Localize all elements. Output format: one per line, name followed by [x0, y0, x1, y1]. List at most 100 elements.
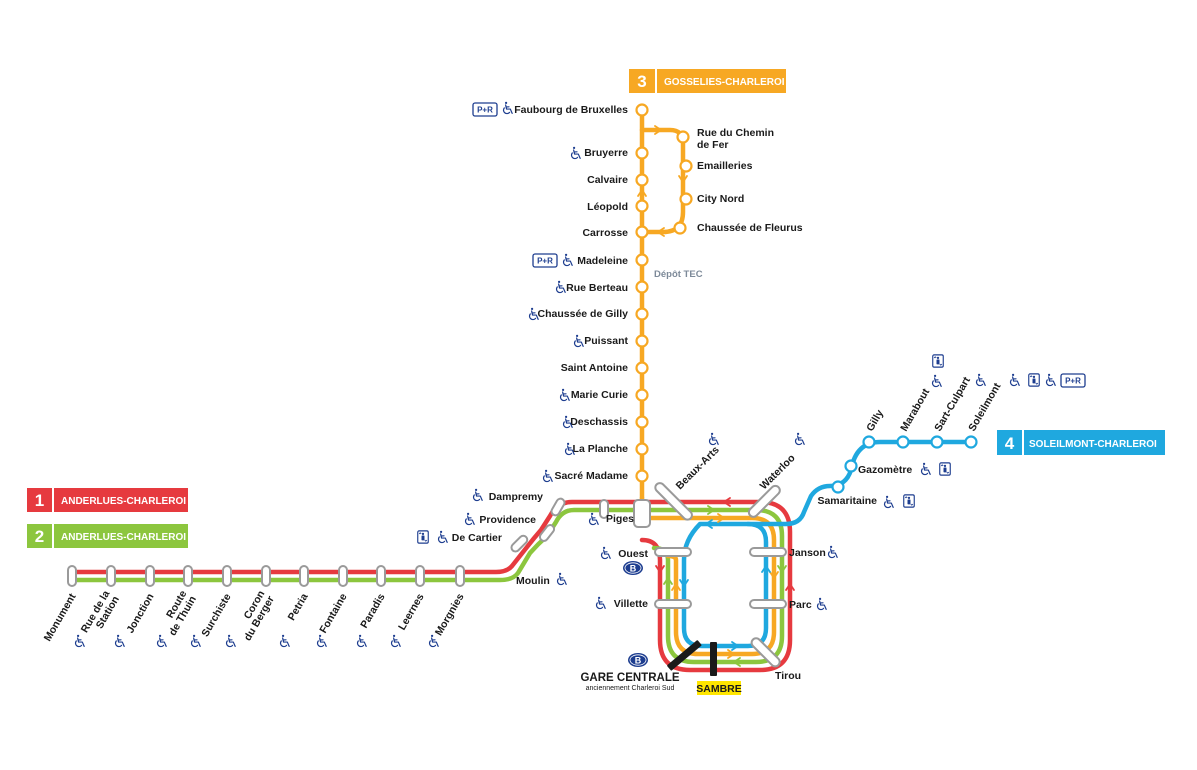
wheelchair-access-icon [542, 469, 553, 483]
station-marker-petria[interactable] [299, 565, 309, 587]
station-marker-de-cartier[interactable] [510, 534, 529, 553]
station-marker-bruyerre[interactable] [635, 146, 649, 160]
station-marker-paradis[interactable] [376, 565, 386, 587]
station-marker-leernes[interactable] [415, 565, 425, 587]
station-marker-faubourg-de-bruxelles[interactable] [635, 103, 649, 117]
station-marker-route-de-thuin[interactable] [183, 565, 193, 587]
station-label: Villette [614, 598, 648, 610]
station-label: Paradis [358, 591, 387, 630]
station-marker-sambre[interactable] [710, 642, 717, 676]
station-marker-ouest[interactable] [654, 547, 692, 557]
line-badge-2[interactable]: 2 ANDERLUES-CHARLEROI [27, 524, 188, 548]
station-marker-emailleries[interactable] [679, 159, 693, 173]
gare-centrale-subtitle: anciennement Charleroi Sud [586, 685, 675, 692]
direction-arrow [777, 565, 787, 573]
station-label: Deschassis [570, 416, 628, 428]
station-label: Monument [42, 591, 79, 643]
station-label: Emailleries [697, 160, 753, 172]
direction-arrow [769, 571, 779, 579]
station-marker-marabout[interactable] [896, 435, 910, 449]
station-marker-gilly[interactable] [862, 435, 876, 449]
station-marker-fontaine[interactable] [338, 565, 348, 587]
station-marker-parc[interactable] [749, 599, 787, 609]
station-marker-surchiste[interactable] [222, 565, 232, 587]
station-marker-gare-centrale[interactable] [667, 640, 702, 671]
station-label: Sacré Madame [554, 470, 628, 482]
sncb-rail-icon: B [623, 561, 643, 575]
station-marker-beaux-arts[interactable] [653, 481, 693, 521]
gare-centrale-label: GARE CENTRALE [580, 672, 679, 684]
direction-arrow [657, 227, 665, 237]
station-marker-soleilmont[interactable] [964, 435, 978, 449]
station-marker-calvaire[interactable] [635, 173, 649, 187]
station-marker-piges-platform[interactable] [633, 499, 651, 528]
station-label: Tirou [775, 670, 801, 682]
station-marker-madeleine[interactable] [635, 253, 649, 267]
station-marker-city-nord[interactable] [679, 192, 693, 206]
line-badge-1[interactable]: 1 ANDERLUES-CHARLEROI [27, 488, 188, 512]
station-marker-rue-berteau[interactable] [635, 280, 649, 294]
line-badge-4[interactable]: 4 SOLEILMONT-CHARLEROI [997, 430, 1165, 455]
station-label: Beaux-Arts [674, 444, 722, 492]
wheelchair-access-icon [600, 546, 611, 560]
station-marker-chaussee-de-fleurus[interactable] [673, 221, 687, 235]
station-marker-rue-de-la-station[interactable] [106, 565, 116, 587]
wheelchair-access-icon [883, 495, 894, 509]
station-marker-leopold[interactable] [635, 199, 649, 213]
station-marker-gazometre[interactable] [844, 459, 858, 473]
direction-arrow [663, 577, 673, 585]
station-marker-carrosse[interactable] [635, 225, 649, 239]
wheelchair-access-icon [437, 530, 448, 544]
station-label: Gazomètre [858, 464, 912, 476]
station-marker-coron-du-berger[interactable] [261, 565, 271, 587]
station-marker-morgnies[interactable] [455, 565, 465, 587]
wheelchair-access-icon [356, 634, 367, 648]
station-marker-monument[interactable] [67, 565, 77, 587]
station-label: Morgnies [433, 591, 467, 638]
station-marker-saint-antoine[interactable] [635, 361, 649, 375]
accessibility-icons: P+R P+R P+R [74, 101, 1086, 667]
direction-arrow [707, 505, 715, 515]
svg-text:P+R: P+R [537, 257, 553, 266]
station-label: Léopold [587, 201, 628, 213]
station-marker-villette[interactable] [654, 599, 692, 609]
station-marker-puissant[interactable] [635, 334, 649, 348]
station-marker-marie-curie[interactable] [635, 388, 649, 402]
line-badge-3[interactable]: 3 GOSSELIES-CHARLEROI [629, 69, 786, 93]
station-marker-chaussee-de-gilly[interactable] [635, 307, 649, 321]
station-marker-sacre-madame[interactable] [635, 469, 649, 483]
direction-arrow [733, 657, 741, 667]
station-label: Petria [286, 591, 311, 622]
line4-station-markers [831, 435, 978, 494]
station-marker-samaritaine[interactable] [831, 480, 845, 494]
line-badge-name: GOSSELIES-CHARLEROI [664, 77, 785, 88]
station-marker-janson[interactable] [749, 547, 787, 557]
station-marker-sart-culpart[interactable] [930, 435, 944, 449]
elevator-icon [1028, 373, 1040, 387]
station-label: Puissant [584, 335, 628, 347]
station-marker-providence[interactable] [538, 523, 556, 542]
direction-arrow [637, 189, 647, 197]
station-marker-deschassis[interactable] [635, 415, 649, 429]
station-marker-tirou[interactable] [750, 636, 782, 668]
station-label: Surchiste [199, 591, 233, 639]
wheelchair-access-icon [794, 432, 805, 446]
wheelchair-access-icon [588, 512, 599, 526]
line-badge-name: SOLEILMONT-CHARLEROI [1029, 439, 1157, 450]
station-marker-dampremy[interactable] [550, 497, 566, 517]
station-marker-rue-du-chemin-de-fer[interactable] [676, 130, 690, 144]
wheelchair-access-icon [390, 634, 401, 648]
track-lines [69, 107, 973, 673]
line-badge-number: 2 [35, 527, 44, 546]
line3-station-markers [635, 103, 693, 483]
wheelchair-access-icon [316, 634, 327, 648]
station-marker-jonction[interactable] [145, 565, 155, 587]
wheelchair-access-icon [190, 634, 201, 648]
wheelchair-access-icon [472, 488, 483, 502]
station-marker-piges[interactable] [599, 499, 609, 519]
direction-arrow [727, 649, 735, 659]
station-label: Saint Antoine [561, 362, 628, 374]
station-marker-la-planche[interactable] [635, 442, 649, 456]
station-label: Soleilmont [966, 381, 1003, 434]
station-marker-waterloo[interactable] [747, 484, 782, 519]
